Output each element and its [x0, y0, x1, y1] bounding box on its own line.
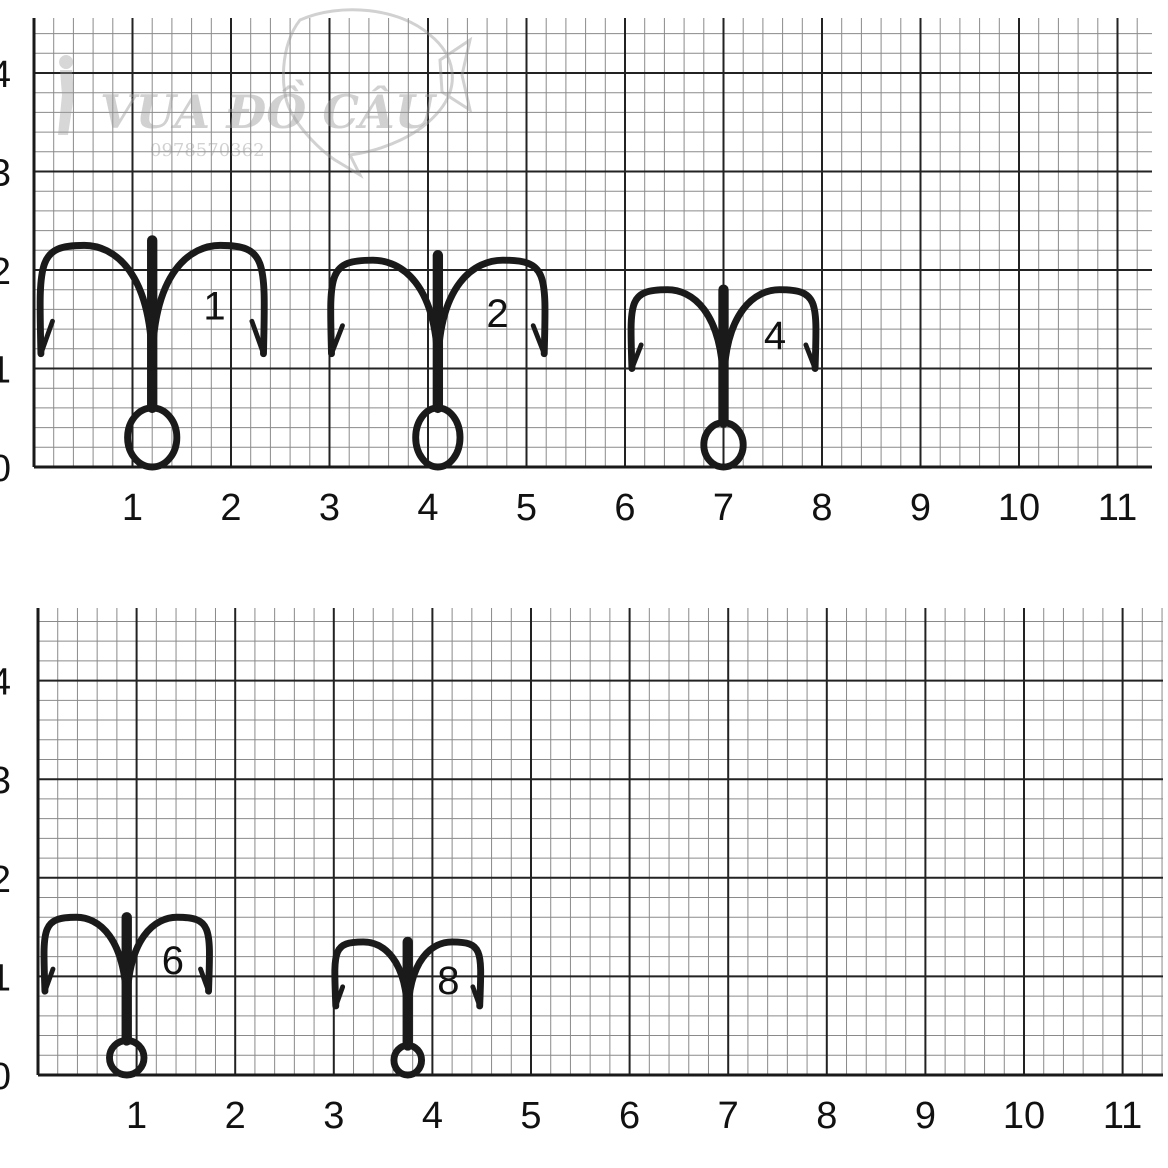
hook-arm [36, 241, 156, 371]
grid-panel-top: 1 2 3 4 5 6 7 8 9 10 11 0 1 2 3 4 1 2 4 [0, 18, 1152, 529]
x-tick-label: 1 [122, 487, 143, 529]
y-tick-label: 2 [0, 251, 11, 293]
x-tick-label: 2 [220, 487, 241, 529]
hook-size-label: 1 [203, 285, 225, 329]
hook-size-label: 6 [162, 939, 184, 983]
angler-icon [58, 55, 74, 135]
hook-arm [720, 286, 820, 393]
hook-arm [331, 938, 412, 1023]
treble-hook-size-6: 6 [40, 912, 213, 1079]
hook-eye [700, 419, 747, 471]
treble-hook-size-1: 1 [36, 235, 268, 471]
y-tick-label: 4 [0, 662, 11, 704]
y-tick-label: 2 [0, 859, 11, 901]
hook-barb [470, 984, 483, 1009]
x-tick-label: 5 [520, 1095, 541, 1137]
y-tick-label: 1 [0, 957, 11, 999]
hook-barb [530, 323, 547, 357]
x-tick-label: 7 [713, 487, 734, 529]
hook-barb [803, 342, 818, 371]
x-tick-label: 8 [816, 1095, 837, 1137]
y-tick-label: 0 [0, 1056, 11, 1098]
hook-barb [38, 318, 55, 357]
hook-arm [434, 256, 549, 375]
hook-barb [333, 984, 346, 1009]
x-tick-label: 4 [417, 487, 438, 529]
treble-hook-size-2: 2 [327, 250, 549, 471]
y-tick-label: 1 [0, 350, 11, 392]
x-tick-label: 11 [1103, 1095, 1142, 1137]
hook-arm [123, 913, 213, 1014]
x-tick-label: 6 [619, 1095, 640, 1137]
x-tick-label: 3 [323, 1095, 344, 1137]
hook-arm [404, 938, 485, 1023]
hook-eye [390, 1041, 426, 1079]
x-tick-label: 1 [126, 1095, 147, 1137]
x-tick-label: 8 [811, 487, 832, 529]
major-grid [38, 608, 1163, 1075]
hook-size-label: 4 [764, 314, 786, 358]
x-tick-label: 6 [614, 487, 635, 529]
hook-arm [148, 241, 268, 371]
y-tick-label: 3 [0, 760, 11, 802]
x-tick-label: 5 [516, 487, 537, 529]
hook-eye [106, 1037, 148, 1079]
x-tick-label: 10 [998, 487, 1040, 529]
hook-barb [198, 966, 211, 994]
x-tick-label: 3 [319, 487, 340, 529]
hook-barb [329, 323, 345, 357]
hook-size-label: 8 [437, 959, 459, 1003]
major-grid [34, 18, 1152, 467]
hook-arm [627, 286, 727, 393]
watermark-phone: 0978570362 [150, 140, 265, 161]
hook-arm [327, 256, 442, 375]
x-tick-label: 7 [718, 1095, 739, 1137]
minor-grid [37, 608, 1163, 1076]
hook-arm [40, 913, 131, 1014]
hook-eye [412, 404, 464, 471]
y-tick-label: 4 [0, 54, 11, 96]
hook-barb [629, 342, 644, 371]
grid-panel-bottom: 1 2 3 4 5 6 7 8 9 10 11 0 1 2 3 4 6 8 [0, 608, 1163, 1137]
treble-hook-size-4: 4 [627, 284, 820, 471]
fish-icon [281, 8, 473, 179]
hook-barb [42, 966, 56, 994]
y-tick-label: 0 [0, 448, 11, 490]
x-tick-label: 11 [1098, 487, 1137, 529]
hook-eye [124, 404, 181, 471]
x-tick-label: 9 [915, 1095, 936, 1137]
x-tick-label: 10 [1003, 1095, 1045, 1137]
y-tick-label: 3 [0, 153, 11, 195]
hook-size-label: 2 [486, 292, 508, 336]
x-tick-label: 4 [422, 1095, 443, 1137]
watermark-brand: VUA ĐỒ CÂU [100, 78, 438, 139]
x-tick-label: 2 [225, 1095, 246, 1137]
x-tick-label: 9 [910, 487, 931, 529]
treble-hook-size-8: 8 [331, 936, 485, 1079]
watermark-logo: VUA ĐỒ CÂU 0978570362 [58, 8, 473, 179]
hook-barb [249, 318, 266, 357]
